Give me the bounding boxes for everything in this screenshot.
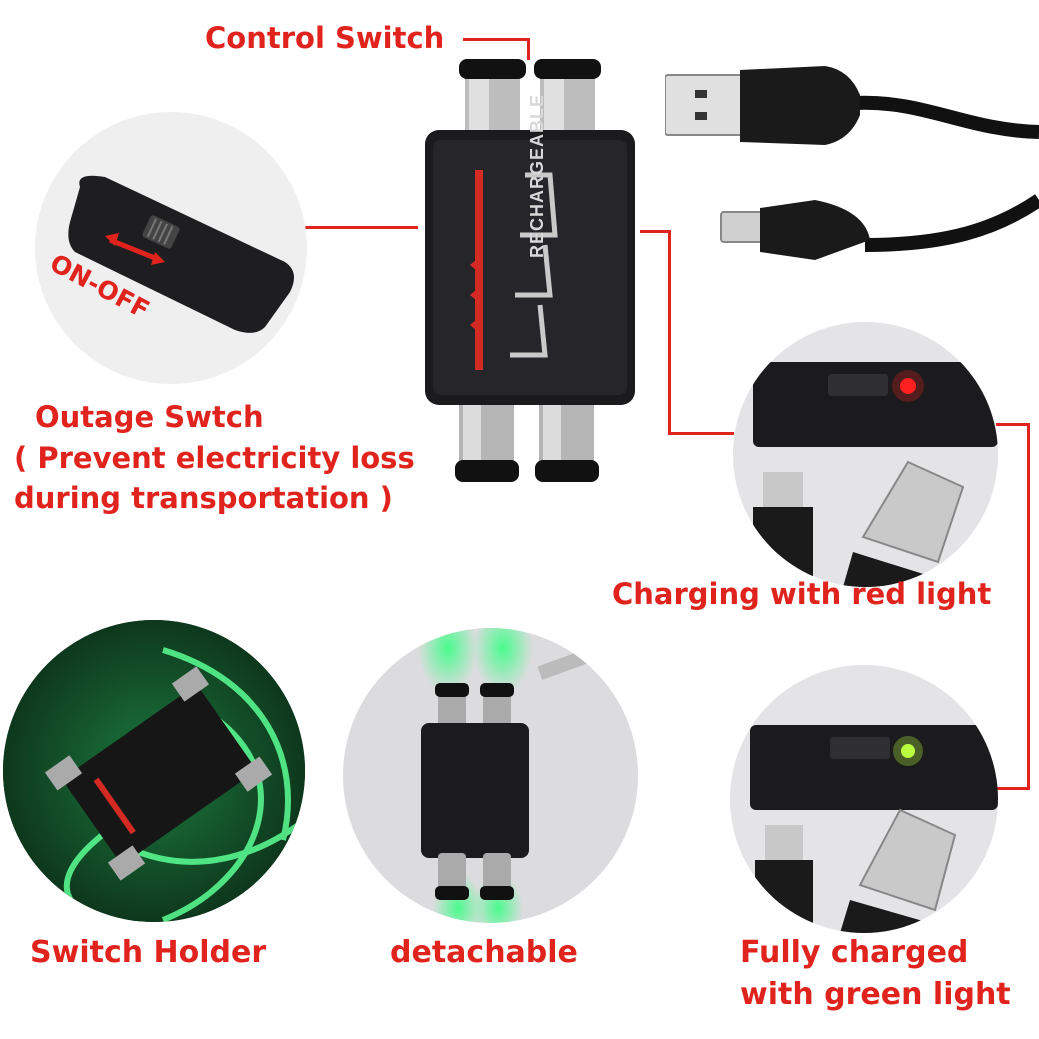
pneumatic-fitting-icon [459,59,601,137]
connector-line-charge-h1 [996,423,1030,426]
detachable-photo [343,628,638,923]
connector-line-control-h [463,38,530,41]
charging-red-photo [733,322,998,587]
connector-line-charge-h2 [996,787,1030,790]
control-switch-label: Control Switch [205,21,445,55]
main-led-controller [425,59,635,482]
charging-red-label: Charging with red light [612,577,992,611]
connector-line-charge-v [1027,423,1030,790]
connector-line-right-h1 [640,230,670,233]
outage-switch-note-1: ( Prevent electricity loss [14,441,415,475]
micro-usb-plug-icon [720,200,870,260]
fully-charged-green-photo [730,665,998,933]
fully-charged-label-1: Fully charged [740,935,969,970]
connector-line-control-v [527,38,530,60]
switch-holder-photo [3,620,305,922]
switch-holder-label: Switch Holder [30,935,267,970]
connector-line-outage [305,226,418,229]
outage-switch-note-2: during transportation ) [14,481,393,515]
device-brand-sub-text: RECHARGEABLE [527,93,547,258]
connector-line-right-h2 [668,432,734,435]
usb-cable-icon [665,66,1039,260]
outage-switch-label: Outage Swtch [35,400,264,434]
detachable-label: detachable [390,935,578,970]
fully-charged-label-2: with green light [740,977,1011,1012]
connector-line-right-v [668,230,671,435]
outage-switch-photo [35,112,307,384]
